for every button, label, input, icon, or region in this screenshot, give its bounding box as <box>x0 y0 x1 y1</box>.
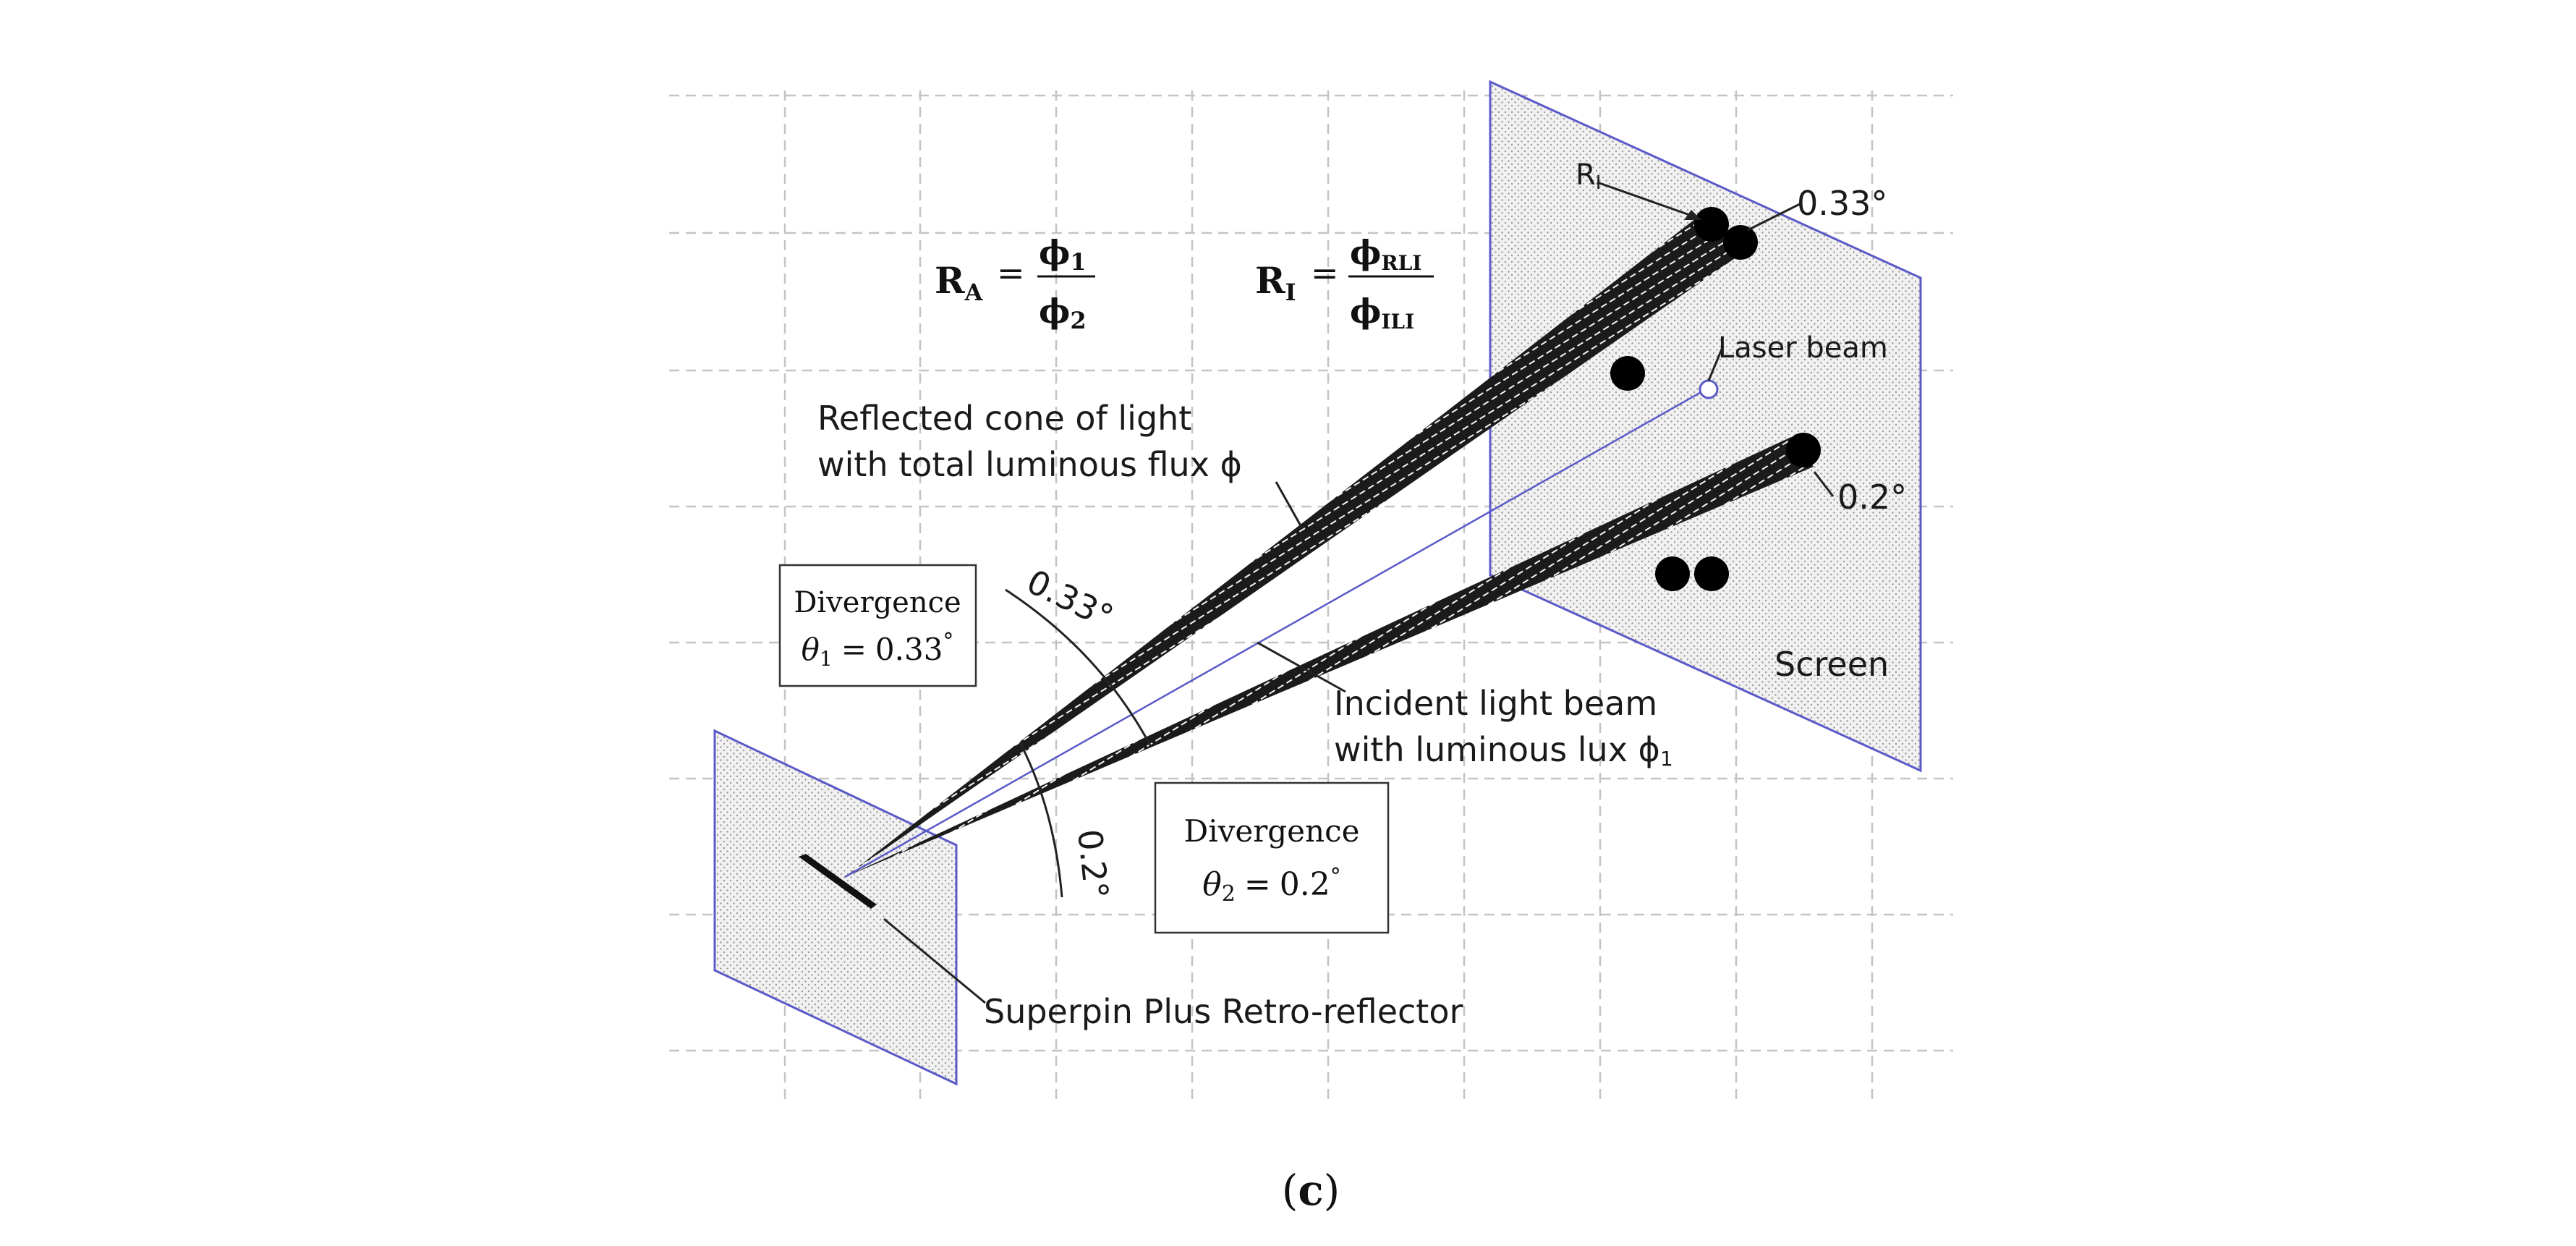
reflection-dot <box>1655 556 1690 591</box>
reflected-cone-label: Reflected cone of light with total lumin… <box>817 399 1242 484</box>
svg-text:ϕ1: ϕ1 <box>1039 233 1087 276</box>
reflected-cone-lower <box>845 437 1814 877</box>
incident-beam-label: Incident light beam with luminous lux ϕ1 <box>1334 684 1673 771</box>
reflection-dots <box>1610 207 1821 591</box>
laser-beam-spot <box>1699 379 1719 399</box>
laser-beam-label: Laser beam <box>1718 331 1888 365</box>
angle-label-top-right: 0.33° <box>1797 184 1887 223</box>
reflection-dot <box>1610 356 1645 391</box>
retroreflector-label: Superpin Plus Retro-reflector <box>984 992 1463 1031</box>
screen-label: Screen <box>1774 645 1889 684</box>
angle-label-bottom-right: 0.2° <box>1837 478 1907 517</box>
reflection-dot <box>1694 556 1729 591</box>
svg-text:RI: RI <box>1255 259 1296 306</box>
divergence-box-lower: Divergence θ2=0.2° <box>1154 781 1390 934</box>
angle-arc-upper <box>1005 588 1152 746</box>
svg-text:θ2=0.2°: θ2=0.2° <box>1202 864 1340 907</box>
svg-text:RA: RA <box>935 259 984 306</box>
retroreflector-strip <box>799 854 877 909</box>
angle-arc-lower-label: 0.2° <box>1070 828 1116 901</box>
svg-text:ϕ2: ϕ2 <box>1039 292 1087 334</box>
leader-lines <box>883 181 1835 1004</box>
angle-arc-lower <box>1019 742 1063 898</box>
reflected-cone-upper <box>845 214 1746 877</box>
svg-text:Divergence: Divergence <box>794 586 961 619</box>
svg-text:=: = <box>997 253 1025 292</box>
reflection-dot <box>1723 225 1758 260</box>
svg-text:=: = <box>1311 253 1339 292</box>
figure-caption: (c) <box>1282 1166 1340 1215</box>
reflection-dot <box>1694 207 1729 242</box>
svg-text:ϕILI: ϕILI <box>1350 292 1414 334</box>
formula-ri: RI = ϕRLI ϕILI <box>1255 233 1434 334</box>
reflection-dot <box>1786 433 1821 467</box>
svg-text:Divergence: Divergence <box>1184 813 1360 849</box>
retroreflector-panel <box>713 729 958 1086</box>
ri-marker-label: RI <box>1576 158 1601 194</box>
divergence-box-upper: Divergence θ1=0.33° <box>778 564 977 687</box>
incident-laser-beam <box>844 386 1709 878</box>
angle-arc-upper-label: 0.33° <box>1021 561 1119 637</box>
svg-text:θ1=0.33°: θ1=0.33° <box>802 629 954 671</box>
formula-ra: RA = ϕ1 ϕ2 <box>935 233 1095 334</box>
svg-text:ϕRLI: ϕRLI <box>1350 233 1421 275</box>
